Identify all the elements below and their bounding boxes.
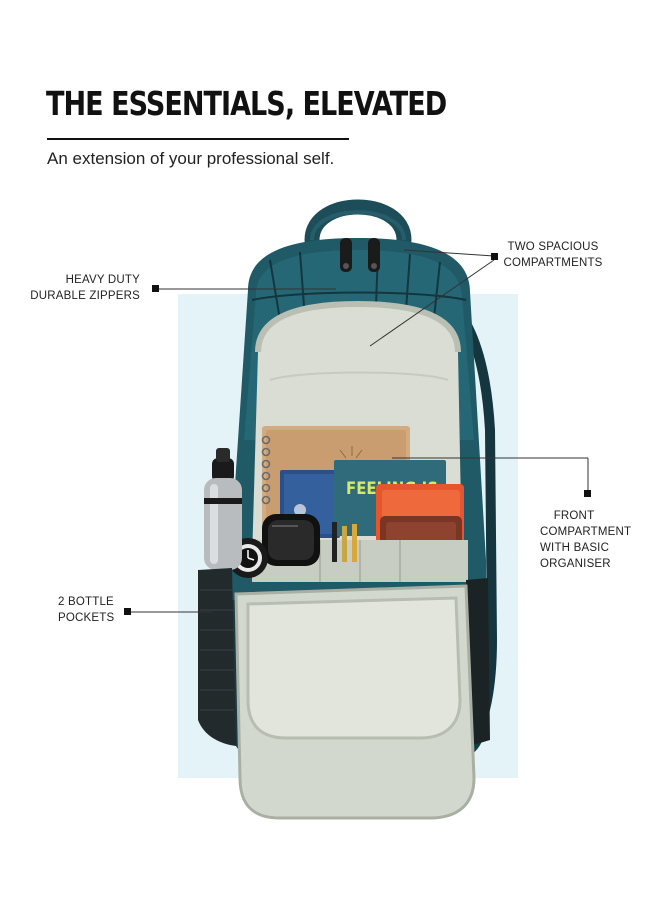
water-bottle [204, 448, 242, 570]
callout-front-line-3: WITH BASIC [540, 542, 610, 554]
side-mesh-pocket [198, 568, 236, 746]
callout-zippers-line-1: HEAVY DUTY [65, 274, 140, 286]
callout-bottle-line-2: POCKETS [58, 612, 115, 624]
glasses-case [262, 514, 320, 566]
callout-front-line-1: FRONT [553, 510, 595, 522]
page-title: THE ESSENTIALS, ELEVATED [46, 84, 447, 123]
callout-leaders [124, 249, 591, 615]
callout-zippers-line-2: DURABLE ZIPPERS [30, 290, 140, 302]
callout-compartments: TWO SPACIOUS COMPARTMENTS [498, 239, 608, 271]
callout-compartments-line-1: TWO SPACIOUS [507, 241, 599, 253]
callout-bottle-line-1: 2 BOTTLE [58, 596, 114, 608]
callout-compartments-line-2: COMPARTMENTS [503, 257, 603, 269]
callout-front-line-4: ORGANISER [540, 558, 611, 570]
callout-front-compartment: FRONT COMPARTMENT WITH BASIC ORGANISER [540, 508, 632, 572]
title-underline [47, 138, 349, 140]
zipper-pulls [340, 238, 380, 272]
pens [332, 522, 357, 562]
callout-front-line-2: COMPARTMENT [540, 526, 632, 538]
page-subtitle: An extension of your professional self. [47, 149, 335, 168]
callout-zippers: HEAVY DUTY DURABLE ZIPPERS [30, 272, 140, 304]
callout-bottle-pockets: 2 BOTTLE POCKETS [58, 594, 114, 626]
